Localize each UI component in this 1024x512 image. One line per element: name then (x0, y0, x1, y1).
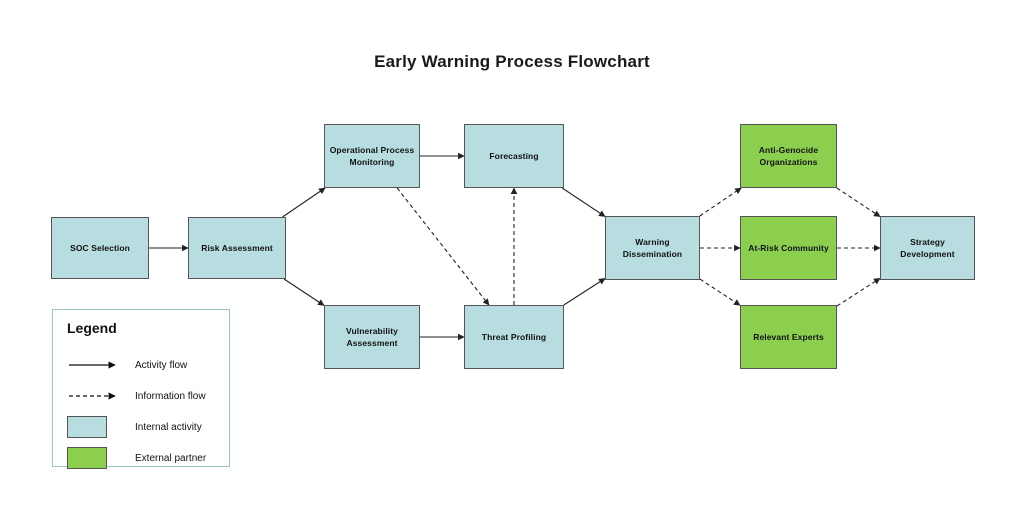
node-forecast[interactable]: Forecasting (464, 124, 564, 188)
legend-item-information-flow: Information flow (67, 383, 217, 409)
legend-item-external-partner: External partner (67, 445, 217, 471)
node-opm[interactable]: Operational Process Monitoring (324, 124, 420, 188)
node-label: Operational Process Monitoring (329, 144, 415, 167)
edge-risk-to-vuln (283, 278, 325, 306)
legend: Legend Activity flow (52, 309, 230, 469)
edge-threat-to-warning (563, 278, 606, 306)
node-label: Risk Assessment (201, 242, 273, 253)
node-label: SOC Selection (70, 242, 130, 253)
edge-forecast-to-warning (561, 187, 606, 217)
node-soc[interactable]: SOC Selection (51, 217, 149, 279)
node-atrisk[interactable]: At-Risk Community (740, 216, 837, 280)
legend-item-internal-activity: Internal activity (67, 414, 217, 440)
external-partner-swatch (67, 447, 121, 469)
edge-warning-to-antigen (699, 187, 742, 217)
node-label: Anti-Genocide Organizations (758, 144, 819, 167)
node-experts[interactable]: Relevant Experts (740, 305, 837, 369)
node-label: Relevant Experts (753, 331, 824, 342)
page-title: Early Warning Process Flowchart (374, 52, 650, 71)
legend-label-external-partner: External partner (135, 452, 207, 464)
edge-opm-to-threat (396, 187, 490, 306)
node-label: Forecasting (489, 150, 539, 161)
legend-label-internal-activity: Internal activity (135, 421, 202, 433)
node-antigen[interactable]: Anti-Genocide Organizations (740, 124, 837, 188)
legend-item-activity-flow: Activity flow (67, 352, 217, 378)
node-risk[interactable]: Risk Assessment (188, 217, 286, 279)
node-label: Vulnerability Assessment (346, 325, 398, 348)
dashed-arrow-icon (67, 385, 121, 407)
node-label: At-Risk Community (748, 242, 829, 253)
node-warning[interactable]: Warning Dissemination (605, 216, 700, 280)
internal-activity-swatch (67, 416, 121, 438)
node-label: Warning Dissemination (622, 236, 683, 259)
edge-antigen-to-strategy (836, 187, 881, 218)
node-strategy[interactable]: Strategy Development (880, 216, 975, 280)
node-vuln[interactable]: Vulnerability Assessment (324, 305, 420, 369)
node-threat[interactable]: Threat Profiling (464, 305, 564, 369)
legend-title: Legend (67, 320, 117, 336)
edge-experts-to-strategy (836, 277, 881, 307)
node-label: Strategy Development (900, 236, 955, 259)
node-label: Threat Profiling (481, 331, 547, 342)
edge-layer (149, 152, 881, 341)
edge-risk-to-opm (282, 187, 326, 218)
edge-warning-to-experts (699, 278, 741, 306)
legend-label-activity-flow: Activity flow (135, 359, 188, 371)
solid-arrow-icon (67, 354, 121, 376)
legend-label-information-flow: Information flow (135, 390, 206, 402)
